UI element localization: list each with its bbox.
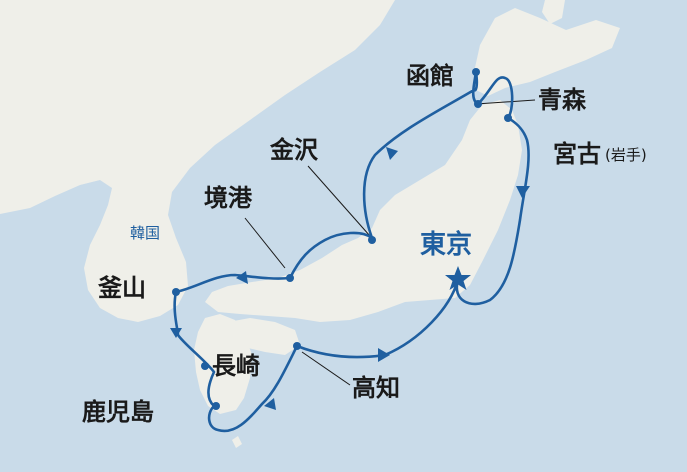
honshu-island xyxy=(205,100,522,322)
port-dot-sakaiminato xyxy=(286,274,294,282)
route-arrow xyxy=(236,271,248,284)
port-dot-aomori xyxy=(474,100,482,108)
star-icon xyxy=(445,266,471,290)
port-dot-hakodate xyxy=(472,68,480,76)
leader-line-kanazawa xyxy=(307,165,371,237)
hokkaido-island xyxy=(474,8,620,96)
port-dot-miyako xyxy=(504,114,512,122)
port-dot-kochi xyxy=(293,342,301,350)
route-arrow xyxy=(516,186,530,198)
port-dot-kanazawa xyxy=(368,236,376,244)
route-arrow xyxy=(170,328,182,338)
port-label-aomori: 青森 xyxy=(538,86,586,114)
port-label-kagoshima: 鹿児島 xyxy=(82,398,154,426)
sakhalin-island xyxy=(542,0,565,24)
port-dot-busan xyxy=(172,288,180,296)
leader-line-aomori xyxy=(475,99,536,105)
start-port-label-tokyo: 東京 xyxy=(420,230,473,260)
leader-line-sakaiminato xyxy=(244,217,286,269)
country-label-korea: 韓国 xyxy=(130,224,161,242)
mainland-asia xyxy=(0,0,395,322)
port-label-sakaiminato: 境港 xyxy=(204,184,252,212)
tsushima-island xyxy=(160,296,170,312)
cruise-route-line xyxy=(173,70,530,433)
port-label-busan: 釜山 xyxy=(98,274,146,302)
route-arrow xyxy=(378,348,390,362)
route-arrow xyxy=(264,398,276,410)
port-dot-nagasaki xyxy=(201,362,209,370)
port-note-miyako: (岩手) xyxy=(605,146,647,164)
port-label-kochi: 高知 xyxy=(352,374,400,402)
route-arrow xyxy=(386,147,398,160)
port-dot-kagoshima xyxy=(212,402,220,410)
port-label-kanazawa: 金沢 xyxy=(270,136,318,164)
port-label-miyako: 宮古 xyxy=(553,140,601,168)
port-label-hakodate: 函館 xyxy=(406,62,454,90)
port-label-nagasaki: 長崎 xyxy=(212,352,260,380)
small-island xyxy=(232,436,242,448)
leader-line-kochi xyxy=(301,351,351,386)
